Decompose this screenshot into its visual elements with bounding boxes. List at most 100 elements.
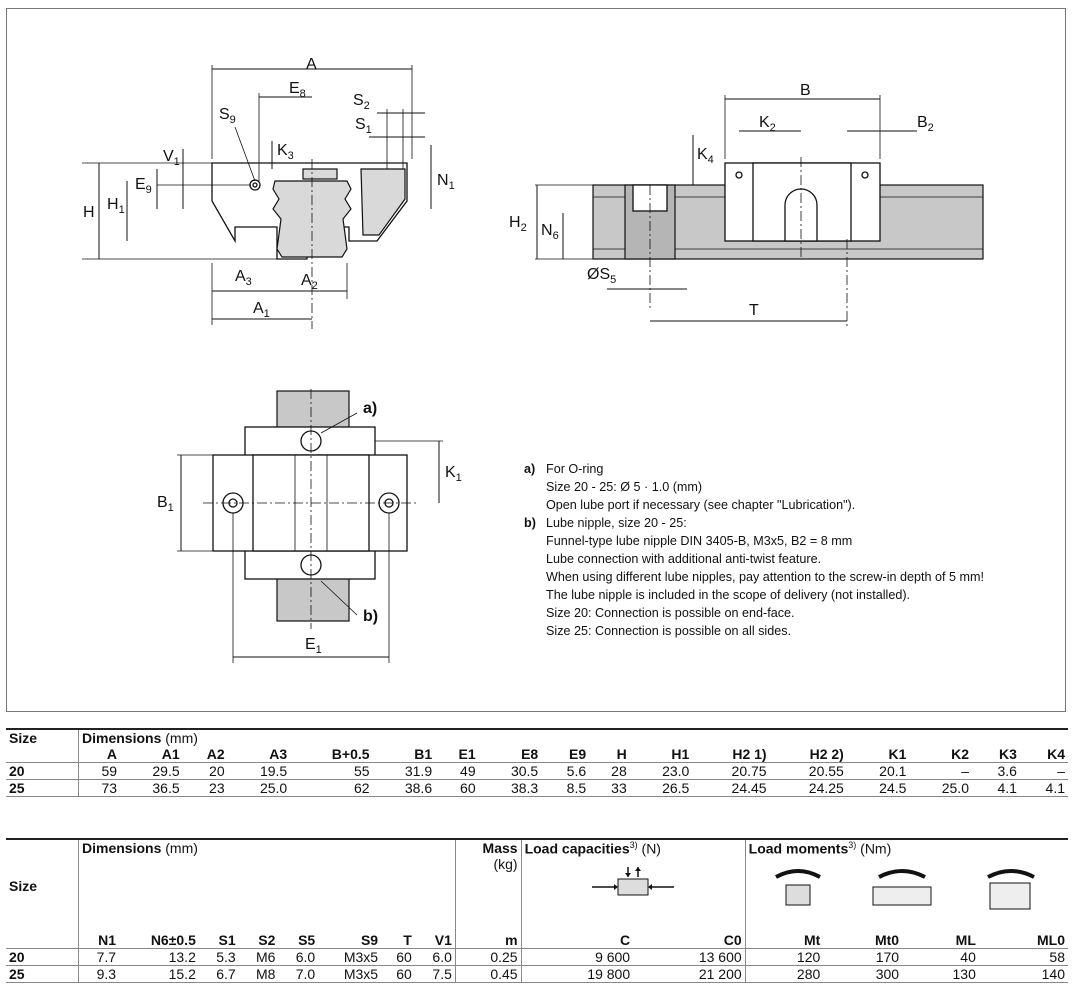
load-moments-unit: (Nm) <box>860 840 892 857</box>
load-moment-icons <box>749 863 1065 913</box>
column-header: S5 <box>298 932 316 948</box>
note-b-line: The lube nipple is included in the scope… <box>546 588 911 602</box>
table-cell: 25.0 <box>909 779 972 797</box>
load-moments-header: Load moments <box>748 840 849 857</box>
callout-b: b) <box>363 608 378 625</box>
svg-text:N6: N6 <box>541 222 559 242</box>
table-cell: 26.5 <box>629 779 693 797</box>
note-a-line: Open lube port if necessary (see chapter… <box>546 498 856 512</box>
table-cell: 38.6 <box>372 779 436 797</box>
note-b-line: Lube nipple, size 20 - 25: <box>546 516 687 530</box>
dims-header: Dimensions <box>82 730 162 746</box>
column-header: B1 <box>414 746 433 762</box>
svg-text:E9: E9 <box>135 176 152 196</box>
table-cell: 59 <box>78 762 121 780</box>
load-capacities-header: Load capacities <box>524 840 630 857</box>
table-cell: 130 <box>902 965 979 983</box>
table-cell: – <box>909 762 972 780</box>
column-header: m <box>454 932 522 949</box>
table-cell: 31.9 <box>372 762 436 780</box>
column-header: ML0 <box>1037 932 1065 948</box>
table-cell: 19.5 <box>227 762 291 780</box>
column-header: V1 <box>434 932 452 948</box>
svg-text:H2: H2 <box>509 214 527 234</box>
table-cell: 6.0 <box>278 948 319 966</box>
size-cell: 20 <box>6 762 79 780</box>
note-b-line: Size 20: Connection is possible on end-f… <box>546 606 795 620</box>
table-cell: 60 <box>435 779 479 797</box>
column-header: T <box>403 932 412 948</box>
column-header: N1 <box>78 932 120 949</box>
size-header: Size <box>6 838 79 932</box>
technical-drawing-frame: A E8 H H1 E9 V1 S9 K3 S2 S1 N1 A3 A2 A1 <box>6 8 1066 712</box>
table-cell: 0.25 <box>454 948 522 966</box>
moment-ml-icon <box>872 868 932 906</box>
svg-text:B1: B1 <box>157 494 174 514</box>
column-header: E9 <box>569 746 587 762</box>
table-cell: M8 <box>238 965 279 983</box>
table-cell: 23.0 <box>629 762 693 780</box>
dims-unit: (mm) <box>165 840 198 856</box>
svg-text:A1: A1 <box>253 300 270 320</box>
svg-text:N1: N1 <box>437 172 455 192</box>
column-header: S1 <box>218 932 236 948</box>
front-view-drawing: A E8 H H1 E9 V1 S9 K3 S2 S1 N1 A3 A2 A1 <box>82 56 455 329</box>
callout-a: a) <box>363 400 377 417</box>
table-cell: 7.0 <box>278 965 319 983</box>
column-header: K2 <box>951 746 969 762</box>
table-cell: 5.6 <box>541 762 590 780</box>
dims-unit: (mm) <box>165 730 198 746</box>
svg-text:A2: A2 <box>301 272 318 292</box>
column-header: E1 <box>458 746 476 762</box>
svg-text:E1: E1 <box>305 636 322 656</box>
table-cell: 36.5 <box>120 779 183 797</box>
note-a-line: For O-ring <box>546 462 604 476</box>
svg-text:S1: S1 <box>355 116 372 136</box>
note-b-line: Size 25: Connection is possible on all s… <box>546 624 792 638</box>
table-cell: 49 <box>435 762 479 780</box>
table-cell: 8.5 <box>541 779 590 797</box>
table-cell: – <box>1019 762 1068 780</box>
column-header: H <box>616 746 627 762</box>
top-view-drawing: a) b) B1 K1 E1 <box>157 389 462 663</box>
table-cell: 24.25 <box>769 779 847 797</box>
svg-text:S2: S2 <box>353 92 370 112</box>
dim-T-label: T <box>749 302 759 319</box>
table-cell: 4.1 <box>971 779 1020 797</box>
column-header: E8 <box>521 746 539 762</box>
column-header: A <box>78 746 121 763</box>
table-cell: 20.75 <box>692 762 770 780</box>
table-cell: 73 <box>78 779 121 797</box>
column-header: A2 <box>206 746 225 762</box>
table-cell: 3.6 <box>971 762 1020 780</box>
svg-text:ØS5: ØS5 <box>587 266 616 286</box>
mass-header: Mass <box>482 840 518 856</box>
table-cell: 38.3 <box>478 779 542 797</box>
table-cell: 4.1 <box>1019 779 1068 797</box>
table-cell: 20.55 <box>769 762 847 780</box>
table-cell: 33 <box>589 779 630 797</box>
moment-ml0-icon <box>986 868 1035 910</box>
svg-text:H: H <box>83 204 95 221</box>
svg-text:H1: H1 <box>107 196 125 216</box>
table-cell: 120 <box>744 948 824 966</box>
column-header: K4 <box>1047 746 1065 762</box>
column-header: C0 <box>723 932 742 948</box>
column-header: H2 1) <box>732 746 767 762</box>
table-cell: 60 <box>381 965 415 983</box>
table-cell: 20.1 <box>846 762 910 780</box>
size-cell: 20 <box>6 948 79 966</box>
svg-text:K1: K1 <box>445 464 462 484</box>
moment-mt-icon <box>775 868 822 906</box>
column-header: H2 2) <box>809 746 844 762</box>
note-a-key: a) <box>524 462 536 476</box>
table-cell: 280 <box>744 965 824 983</box>
table-cell: 13.2 <box>119 948 199 966</box>
note-b-line: When using different lube nipples, pay a… <box>546 570 985 584</box>
footnote-mark: 3) <box>848 840 857 850</box>
table-cell: 23 <box>182 779 228 797</box>
